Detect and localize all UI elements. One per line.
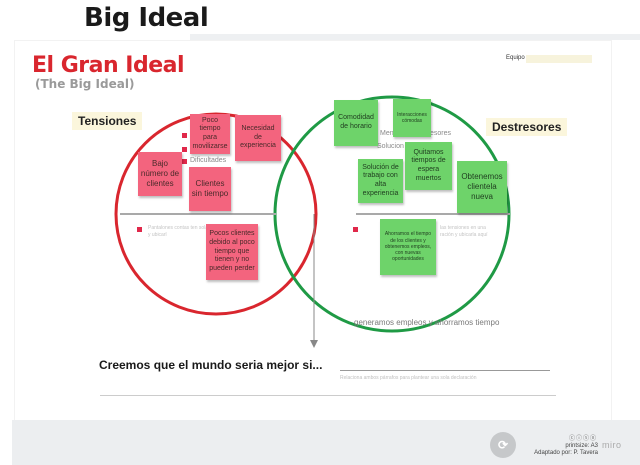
team-label: Equipo [506, 55, 525, 61]
overlap-text: generamos empleos y ahorramos tiempo [354, 318, 500, 327]
sticky-note-tension[interactable]: Poco tiempo para movilizarse [190, 114, 230, 154]
tension-bullet [137, 227, 142, 232]
tension-bullet [182, 147, 187, 152]
footer [12, 420, 640, 465]
answer-line[interactable] [340, 370, 550, 371]
adapted-by: Adaptado por: P. Tavera [534, 450, 598, 456]
down-arrow-head [310, 340, 318, 348]
divider-line [100, 395, 556, 396]
tension-bullet [182, 159, 187, 164]
board-subtitle: (The Big Ideal) [35, 77, 135, 91]
sticky-note-destresor[interactable]: Solución de trabajo con alta experiencia [358, 159, 403, 203]
sticky-note-destresor[interactable]: Interacciones cómodas [393, 99, 431, 137]
destresor-bullet-text: esores [430, 130, 452, 137]
right-hint: las tensiones en una ración y ubicarla a… [440, 225, 488, 238]
sticky-note-destresor[interactable]: Comodidad de horario [334, 100, 378, 146]
license-icon: ⓒⓘⓢⓞ [569, 436, 598, 442]
sticky-note-destresor[interactable]: Obtenemos clientela nueva [457, 161, 507, 213]
sticky-note-tension[interactable]: Bajo número de clientes [138, 152, 182, 196]
logo-icon: ⟳ [490, 432, 516, 458]
top-strip [190, 34, 640, 40]
destresor-bullet-text: Men [380, 130, 394, 137]
team-field[interactable] [526, 55, 592, 63]
tension-bullet [182, 133, 187, 138]
tensiones-label: Tensiones [72, 112, 143, 130]
sticky-note-tension[interactable]: Pocos clientes debido al poco tiempo que… [206, 224, 258, 280]
bottom-hint: Relaciona ambos párrafos para plantear u… [340, 375, 477, 381]
sticky-note-tension[interactable]: Necesidad de experiencia [235, 115, 281, 161]
sticky-note-tension[interactable]: Clientes sin tiempo [189, 167, 231, 211]
left-hint: Pantalones contas ten sola (ración y ubi… [148, 225, 225, 238]
page-title: Big Ideal [84, 3, 209, 33]
miro-brand: miro [602, 440, 622, 450]
bottom-question: Creemos que el mundo seria mejor si... [99, 358, 323, 372]
destresor-bullet-text: Solucion [377, 143, 404, 150]
print-size: printsize: A3 [565, 443, 598, 449]
sticky-note-destresor[interactable]: Quitamos tiempos de espera muertos [405, 142, 452, 190]
tension-bullet-text: Dificultades [190, 157, 227, 164]
destresor-bullet [353, 227, 358, 232]
board-title: El Gran Ideal [32, 53, 185, 78]
destresores-label: Destresores [486, 118, 568, 136]
sticky-note-destresor[interactable]: Ahorramos el tiempo de los clientes y ob… [380, 219, 436, 275]
